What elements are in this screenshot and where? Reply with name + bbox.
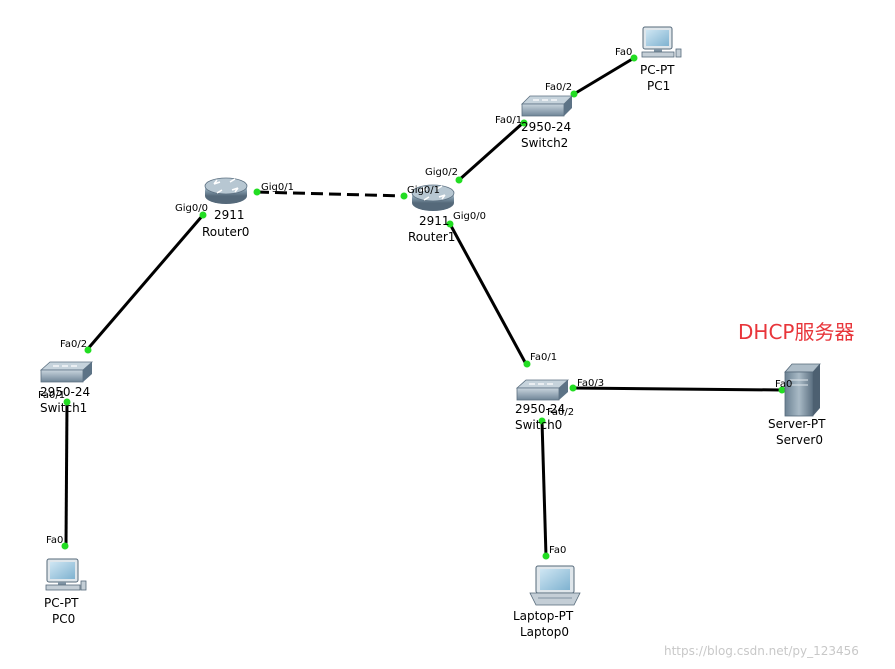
port-dot [569,384,577,392]
port-label: Fa0 [46,535,63,546]
port-dot [446,220,454,228]
router0-name-label: Router0 [202,225,249,239]
pc1-model-label: PC-PT [640,63,675,77]
server0-name-label: Server0 [776,433,823,447]
port-dots-layer [61,54,786,560]
port-label: Gig0/0 [175,203,208,214]
switch1-name-label: Switch1 [40,401,87,415]
port-label: Gig0/1 [407,185,440,196]
server0-model-label: Server-PT [768,417,826,431]
pc0-device[interactable]: PC-PT PC0 [44,558,87,626]
port-label: Fa0/2 [60,339,87,350]
switch1-model-label: 2950-24 [40,385,90,399]
laptop-icon [529,565,581,606]
port-label: Gig0/2 [425,167,458,178]
switch2-name-label: Switch2 [521,136,568,150]
switch1-device[interactable]: 2950-24 Switch1 [39,361,94,415]
port-label: Gig0/1 [261,182,294,193]
laptop0-name-label: Laptop0 [520,625,569,639]
port-dot [63,398,71,406]
switch2-device[interactable]: 2950-24 Switch2 [521,95,573,150]
link-switch2-pc1[interactable] [573,56,635,96]
pc0-model-label: PC-PT [44,596,79,610]
pc1-device[interactable]: PC-PT PC1 [640,26,682,93]
dhcp-server-note: DHCP服务器 [738,320,854,344]
switch0-name-label: Switch0 [515,418,562,432]
pc0-name-label: PC0 [52,612,75,626]
port-label: Fa0/1 [530,352,557,363]
links-layer [64,56,783,557]
laptop0-model-label: Laptop-PT [513,609,574,623]
port-label: Fa0/2 [547,407,574,418]
switch-icon [515,379,570,401]
port-label: Fa0 [775,379,792,390]
port-dot [630,54,638,62]
laptop0-device[interactable]: Laptop-PT Laptop0 [513,565,581,639]
port-dot [778,386,786,394]
link-router1-switch2[interactable] [458,120,525,182]
router0-model-label: 2911 [214,208,245,222]
port-dot [199,211,207,219]
port-dot [84,346,92,354]
router1-device[interactable]: 2911 Router1 [408,184,455,244]
pc-icon [45,558,87,591]
link-switch0-laptop0[interactable] [540,420,548,557]
switch0-model-label: 2950-24 [515,402,565,416]
port-dot [542,552,550,560]
link-router0-switch1[interactable] [84,214,205,352]
port-label: Fa0/2 [545,82,572,93]
router-icon [411,184,455,211]
switch2-model-label: 2950-24 [521,120,571,134]
port-dot [400,192,408,200]
port-dot [520,119,528,127]
port-dot [538,417,546,425]
port-label: Fa0/1 [495,115,522,126]
watermark: https://blog.csdn.net/py_123456 [664,644,859,658]
port-dot [523,360,531,368]
port-label: Fa0/1 [38,390,65,401]
port-dot [61,542,69,550]
server-icon [784,363,821,417]
port-label: Gig0/0 [453,211,486,222]
router1-model-label: 2911 [419,214,450,228]
pc-icon [641,26,682,58]
pc1-name-label: PC1 [647,79,670,93]
port-label: Fa0 [615,47,632,58]
port-labels-layer: Gig0/1 Gig0/1 Gig0/0 Fa0/2 Fa0/1 Fa0 Gig… [38,47,792,556]
link-switch1-pc0[interactable] [64,401,69,546]
link-switch0-server0[interactable] [572,386,783,392]
server0-device[interactable]: Server-PT Server0 [768,363,826,447]
switch-icon [39,361,94,383]
port-dot [455,176,463,184]
switch0-device[interactable]: 2950-24 Switch0 [515,379,570,432]
port-label: Fa0 [549,545,566,556]
router1-name-label: Router1 [408,230,455,244]
port-label: Fa0/3 [577,378,604,389]
port-dot [253,188,261,196]
link-router1-switch0[interactable] [448,223,528,365]
switch-icon [521,95,573,117]
router-icon [204,177,248,204]
router0-device[interactable]: 2911 Router0 [202,177,249,239]
link-router0-router1[interactable] [256,190,405,198]
